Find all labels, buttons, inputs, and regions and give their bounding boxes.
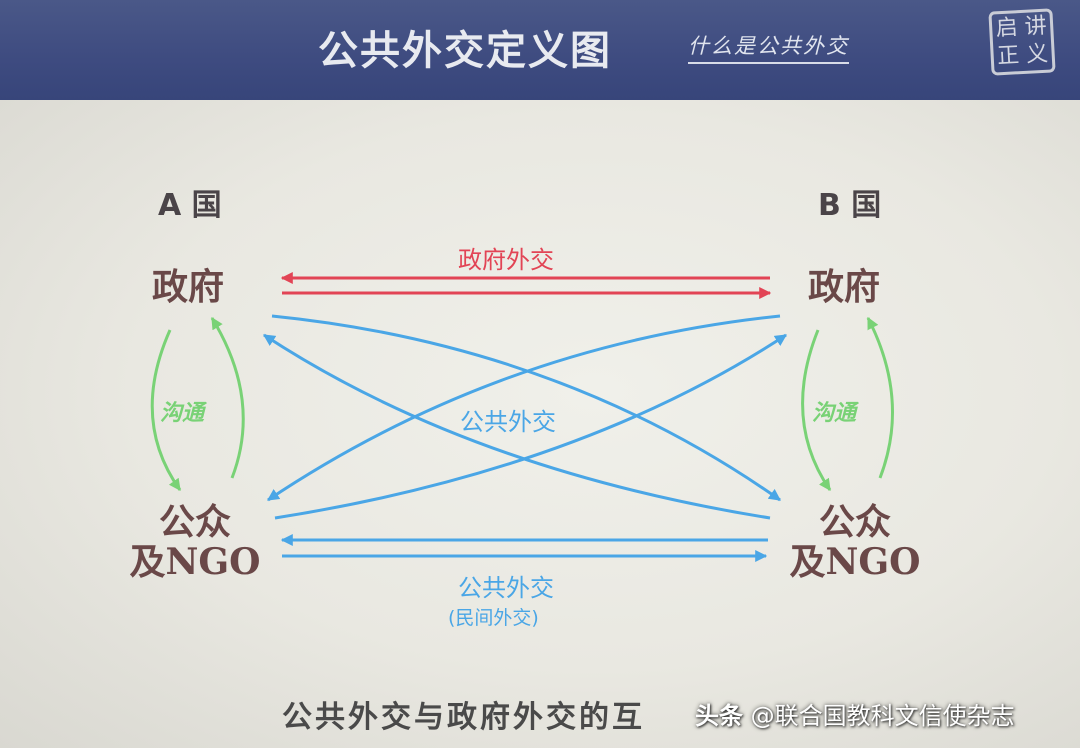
- cross-arrow-a-public-to-b-gov: [274, 333, 788, 520]
- comm-arrow-a-up: [210, 316, 245, 479]
- slide-subtitle: 什么是公共外交: [688, 30, 849, 64]
- a-communication-label: 沟通: [160, 401, 205, 426]
- a-public-line2: 及NGO: [129, 541, 261, 583]
- country-b-label: B 国: [818, 188, 882, 223]
- slide-header: 公共外交定义图 什么是公共外交 启 讲 正 义: [0, 0, 1080, 100]
- cross-arrow-b-gov-to-a-public: [267, 314, 781, 502]
- people-diplomacy-label: (民间外交): [448, 607, 539, 629]
- b-public-line2: 及NGO: [789, 541, 921, 583]
- slide-caption: 公共外交与政府外交的互: [282, 700, 645, 735]
- watermark: 头条 @联合国教科文信使杂志: [695, 696, 1015, 731]
- b-public-node: 公众 及NGO: [775, 502, 935, 582]
- cross-arrow-a-gov-to-b-public: [271, 314, 781, 502]
- a-government-node: 政府: [152, 266, 225, 308]
- b-communication-label: 沟通: [812, 401, 857, 426]
- comm-arrow-b-up: [866, 316, 894, 479]
- b-government-node: 政府: [808, 266, 881, 308]
- cross-public-diplomacy-label: 公共外交: [460, 408, 556, 436]
- country-a-label: A 国: [158, 188, 222, 223]
- gov-diplomacy-label: 政府外交: [458, 246, 554, 274]
- comm-arrow-a-down: [150, 329, 182, 491]
- diagram-area: [0, 100, 1080, 748]
- a-public-node: 公众 及NGO: [115, 502, 275, 582]
- watermark-account: @联合国教科文信使杂志: [750, 702, 1015, 730]
- slide-title: 公共外交定义图: [318, 28, 612, 74]
- watermark-brand: 头条: [695, 702, 743, 730]
- cross-arrow-b-public-to-a-gov: [262, 333, 771, 520]
- a-public-line1: 公众: [158, 501, 231, 543]
- public-diplomacy-label: 公共外交: [458, 574, 554, 602]
- b-public-line1: 公众: [818, 501, 891, 543]
- comm-arrow-b-down: [801, 329, 832, 491]
